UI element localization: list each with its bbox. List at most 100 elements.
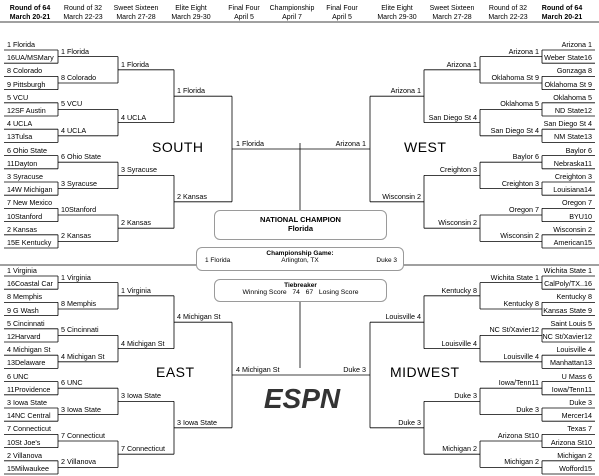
round-name: Sweet Sixteen	[429, 5, 475, 12]
team-slot: 5 Cincinnati	[61, 325, 99, 335]
round-date: March 29-30	[377, 14, 417, 21]
tiebreaker-title: Tiebreaker	[284, 282, 317, 289]
championship-team-1: 1 Florida	[205, 257, 231, 264]
national-champion-title: NATIONAL CHAMPION	[260, 215, 341, 224]
team-slot: Oklahoma St 9	[544, 79, 592, 89]
team-slot: Weber State16	[544, 53, 592, 63]
team-slot: Oklahoma St 9	[491, 73, 539, 82]
team-slot: Iowa/Tenn11	[551, 384, 592, 394]
team-slot: 2 Kansas	[177, 191, 207, 201]
team-slot: NC St/Xavier12	[542, 332, 592, 341]
team-slot: 3 Iowa State	[121, 391, 161, 401]
team-slot: 7 New Mexico	[7, 198, 53, 208]
team-slot: 5 VCU	[7, 92, 29, 102]
team-slot: Duke 3	[516, 404, 539, 414]
team-slot: 4 Michigan St	[121, 338, 165, 348]
team-slot: Arizona St10	[550, 437, 592, 447]
team-slot: 6 Ohio State	[7, 145, 47, 155]
team-slot: 1 Florida	[177, 86, 205, 96]
team-slot: 14W Michigan	[7, 185, 53, 195]
championship-team-2: Duke 3	[376, 257, 397, 264]
team-slot: Arizona 1	[335, 139, 366, 148]
team-slot: Wisconsin 2	[500, 231, 539, 241]
round-date: April 7	[282, 14, 302, 21]
round-name: Round of 32	[63, 5, 103, 12]
team-slot: Gonzaga 8	[556, 66, 592, 76]
team-slot: Michigan 2	[557, 450, 592, 460]
round-date: April 5	[332, 14, 352, 21]
team-slot: Mercer14	[561, 411, 592, 421]
team-slot: 1 Florida	[121, 59, 149, 69]
team-slot: Wichita State 1	[543, 266, 592, 275]
tiebreaker-box: Tiebreaker Winning Score 74 67 Losing Sc…	[214, 279, 387, 302]
round-name: Championship	[269, 5, 315, 12]
team-slot: Kentucky 8	[441, 285, 477, 295]
team-slot: Duke 3	[343, 365, 366, 374]
round-date: April 5	[234, 14, 254, 21]
team-slot: Arizona St10	[497, 431, 539, 440]
team-slot: Oklahoma 5	[500, 99, 539, 109]
team-slot: U Mass 6	[561, 371, 592, 381]
team-slot: 3 Syracuse	[121, 165, 157, 175]
championship-game-row: 1 Florida Arlington, TX Duke 3	[197, 257, 403, 264]
team-slot: American15	[553, 238, 592, 247]
team-slot: 10St Joe's	[7, 437, 41, 447]
team-slot: Kentucky 8	[503, 299, 539, 308]
team-slot: 11Providence	[7, 384, 51, 394]
team-slot: 8 Colorado	[61, 73, 97, 82]
team-slot: 6 UNC	[61, 378, 83, 388]
team-slot: Creighton 3	[501, 178, 539, 188]
team-slot: Louisville 4	[385, 312, 421, 322]
round-name: Elite Eight	[381, 5, 413, 12]
team-slot: Wisconsin 2	[438, 218, 477, 228]
team-slot: Manhattan13	[550, 358, 592, 368]
team-slot: Kansas State 9	[543, 305, 592, 315]
winning-score: 74	[292, 289, 300, 296]
team-slot: 1 Virginia	[7, 266, 37, 275]
team-slot: NC St/Xavier12	[489, 325, 539, 335]
round-name: Sweet Sixteen	[113, 5, 159, 12]
team-slot: San Diego St 4	[490, 125, 539, 135]
round-name: Final Four	[228, 5, 260, 12]
team-slot: 8 Memphis	[7, 292, 43, 302]
team-slot: 1 Virginia	[121, 285, 151, 295]
team-slot: Arizona 1	[561, 40, 592, 49]
team-slot: 12Harvard	[7, 332, 41, 341]
region-south: SOUTH	[152, 139, 204, 155]
team-slot: 13Delaware	[7, 358, 46, 368]
team-slot: Saint Louis 5	[550, 318, 592, 328]
team-slot: 4 Michigan St	[61, 351, 105, 361]
winning-score-label: Winning Score	[242, 289, 287, 296]
team-slot: 9 Pittsburgh	[7, 79, 46, 89]
losing-score-label: Losing Score	[318, 289, 359, 296]
round-name: Round of 64	[541, 5, 583, 12]
team-slot: 4 Michigan St	[177, 312, 221, 322]
team-slot: 12SF Austin	[7, 106, 46, 115]
team-slot: 15Milwaukee	[7, 464, 49, 473]
team-slot: Louisiana14	[553, 185, 592, 195]
team-slot: Iowa/Tenn11	[498, 378, 539, 388]
team-slot: 10Stanford	[61, 205, 97, 214]
team-slot: Duke 3	[398, 417, 421, 427]
team-slot: BYU10	[569, 211, 592, 221]
tiebreaker-row: Winning Score 74 67 Losing Score	[215, 289, 386, 296]
team-slot: Michigan 2	[504, 457, 539, 467]
team-slot: Oklahoma 5	[553, 92, 592, 102]
team-slot: 6 UNC	[7, 371, 29, 381]
team-slot: Wichita State 1	[490, 272, 539, 282]
team-slot: 4 Michigan St	[236, 365, 280, 374]
round-date: March 22-23	[63, 14, 103, 21]
team-slot: 7 Connecticut	[121, 444, 165, 454]
round-date: March 27-28	[432, 14, 472, 21]
national-champion-team: Florida	[287, 224, 313, 233]
team-slot: 2 Kansas	[7, 224, 37, 234]
team-slot: 3 Iowa State	[177, 417, 217, 427]
region-east: EAST	[156, 364, 195, 380]
team-slot: Wofford15	[559, 464, 592, 473]
